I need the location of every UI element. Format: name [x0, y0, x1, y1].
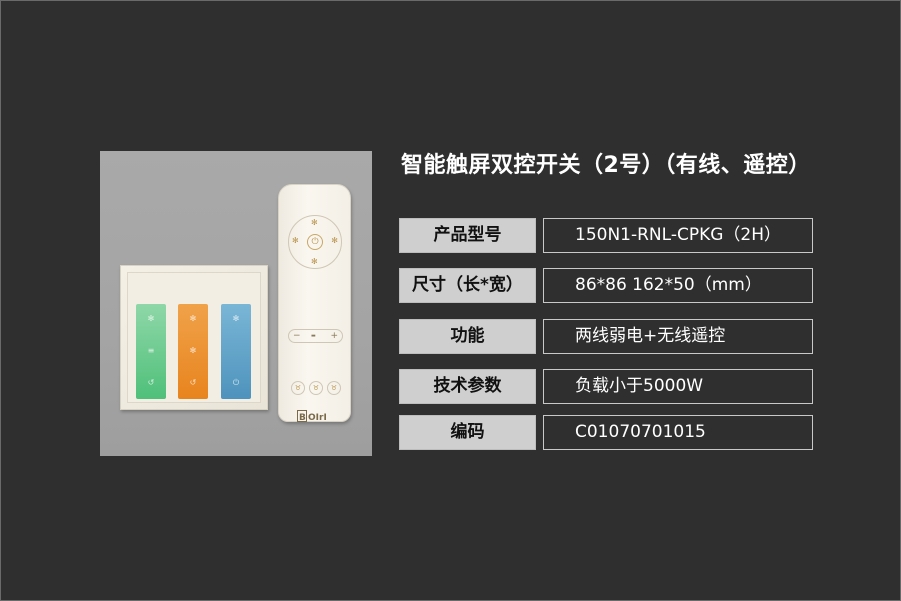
spec-label: 编码	[399, 415, 536, 450]
spec-label: 技术参数	[399, 369, 536, 404]
light-icon: ✻	[189, 346, 197, 355]
brand-logo-icon: B OIrI	[297, 410, 327, 423]
light-icon: ≡	[147, 346, 155, 355]
remote-dpad: ✻ ✻ ✻ ✻ ⏻	[288, 215, 342, 269]
bulb-icon: ♉	[291, 381, 305, 395]
spec-row-parameters: 技术参数 负载小于5000W	[399, 369, 815, 404]
bulb-icon: ♉	[327, 381, 341, 395]
svg-text:OIrI: OIrI	[308, 413, 327, 422]
mode-icon: ↺	[147, 378, 155, 387]
switch-key-green: ✻ ≡ ↺	[136, 304, 166, 399]
spec-value: 150N1-RNL-CPKG（2H）	[543, 218, 813, 253]
fan-icon: ✻	[189, 314, 197, 323]
spec-label: 尺寸（长*宽）	[399, 268, 536, 303]
spec-label: 产品型号	[399, 218, 536, 253]
power-icon: ⏻	[307, 234, 323, 250]
spec-value: 两线弱电+无线遥控	[543, 319, 813, 354]
power-icon: ⏻	[232, 378, 240, 387]
switch-key-orange: ✻ ✻ ↺	[178, 304, 208, 399]
down-icon: ✻	[311, 257, 318, 266]
right-icon: ✻	[331, 236, 338, 245]
bulb-icon: ♉	[309, 381, 323, 395]
svg-text:B: B	[299, 413, 306, 422]
spec-value: 负载小于5000W	[543, 369, 813, 404]
product-photo: ✻ ≡ ↺ ✻ ✻ ↺ ✻ ⏻ ✻ ✻ ✻ ✻ ⏻ − ▬ +	[100, 151, 372, 456]
remote-control: ✻ ✻ ✻ ✻ ⏻ − ▬ + ♉ ♉ ♉ B OIrI	[278, 184, 351, 423]
wall-switch-glass: ✻ ≡ ↺ ✻ ✻ ↺ ✻ ⏻	[127, 272, 261, 403]
fan-icon: ✻	[147, 314, 155, 323]
spec-row-code: 编码 C01070701015	[399, 415, 815, 450]
remote-logo: B OIrI	[297, 410, 335, 423]
dimmer-mark-icon: ▬	[311, 333, 316, 339]
spec-row-model: 产品型号 150N1-RNL-CPKG（2H）	[399, 218, 815, 253]
fan-icon: ✻	[232, 314, 240, 323]
spec-label: 功能	[399, 319, 536, 354]
spec-value: 86*86 162*50（mm）	[543, 268, 813, 303]
product-title: 智能触屏双控开关（2号）（有线、遥控）	[401, 153, 811, 178]
minus-icon: −	[293, 331, 301, 341]
spec-row-function: 功能 两线弱电+无线遥控	[399, 319, 815, 354]
wall-switch-panel: ✻ ≡ ↺ ✻ ✻ ↺ ✻ ⏻	[120, 265, 268, 410]
switch-key-blue: ✻ ⏻	[221, 304, 251, 399]
spec-value: C01070701015	[543, 415, 813, 450]
remote-dimmer-bar: − ▬ +	[288, 329, 343, 343]
plus-icon: +	[330, 331, 338, 341]
mode-icon: ↺	[189, 378, 197, 387]
up-icon: ✻	[311, 218, 318, 227]
left-icon: ✻	[292, 236, 299, 245]
spec-row-size: 尺寸（长*宽） 86*86 162*50（mm）	[399, 268, 815, 303]
